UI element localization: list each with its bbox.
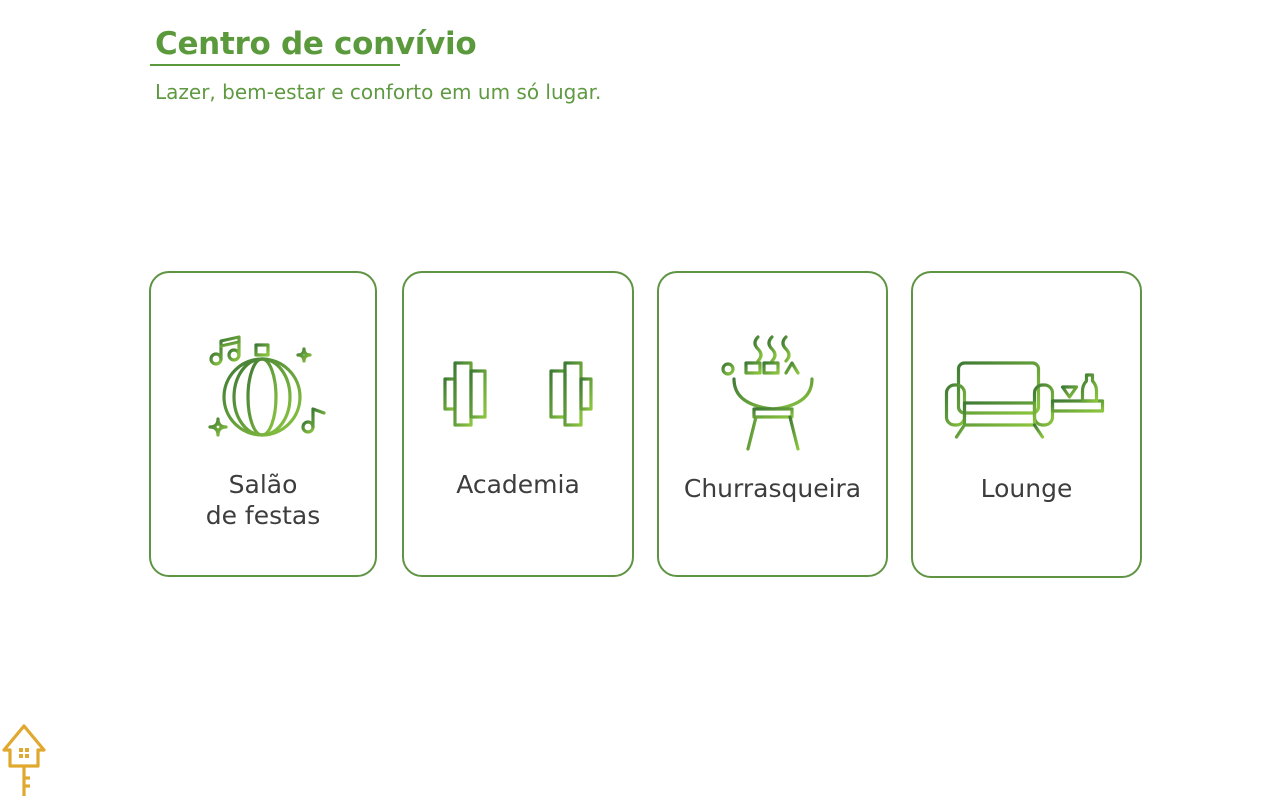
dumbbell-icon [443,361,593,427]
title-underline [150,64,400,66]
page-title: Centro de convívio [155,26,477,62]
disco-ball-icon [208,317,326,437]
sofa-icon [944,361,1108,447]
amenity-card-salao-de-festas: Salão de festas [149,271,377,577]
page-subtitle: Lazer, bem-estar e conforto em um só lug… [155,80,602,104]
amenity-label-line2: de festas [205,501,321,530]
header: Centro de convívio Lazer, bem-estar e co… [150,26,601,104]
amenity-label: Academia [456,470,580,499]
house-key-logo [2,724,46,796]
amenity-card-lounge: Lounge [911,271,1142,578]
amenity-card-churrasqueira: Churrasqueira [657,271,888,577]
amenity-label: Lounge [980,474,1073,503]
barbecue-grill-icon [719,335,820,451]
amenity-label: Salão de festas [151,469,375,531]
amenity-label: Churrasqueira [683,474,862,503]
amenities-cards: Salão de festas Academia [149,271,1144,583]
amenity-card-academia: Academia [402,271,634,577]
amenity-label-line1: Salão [228,470,298,499]
